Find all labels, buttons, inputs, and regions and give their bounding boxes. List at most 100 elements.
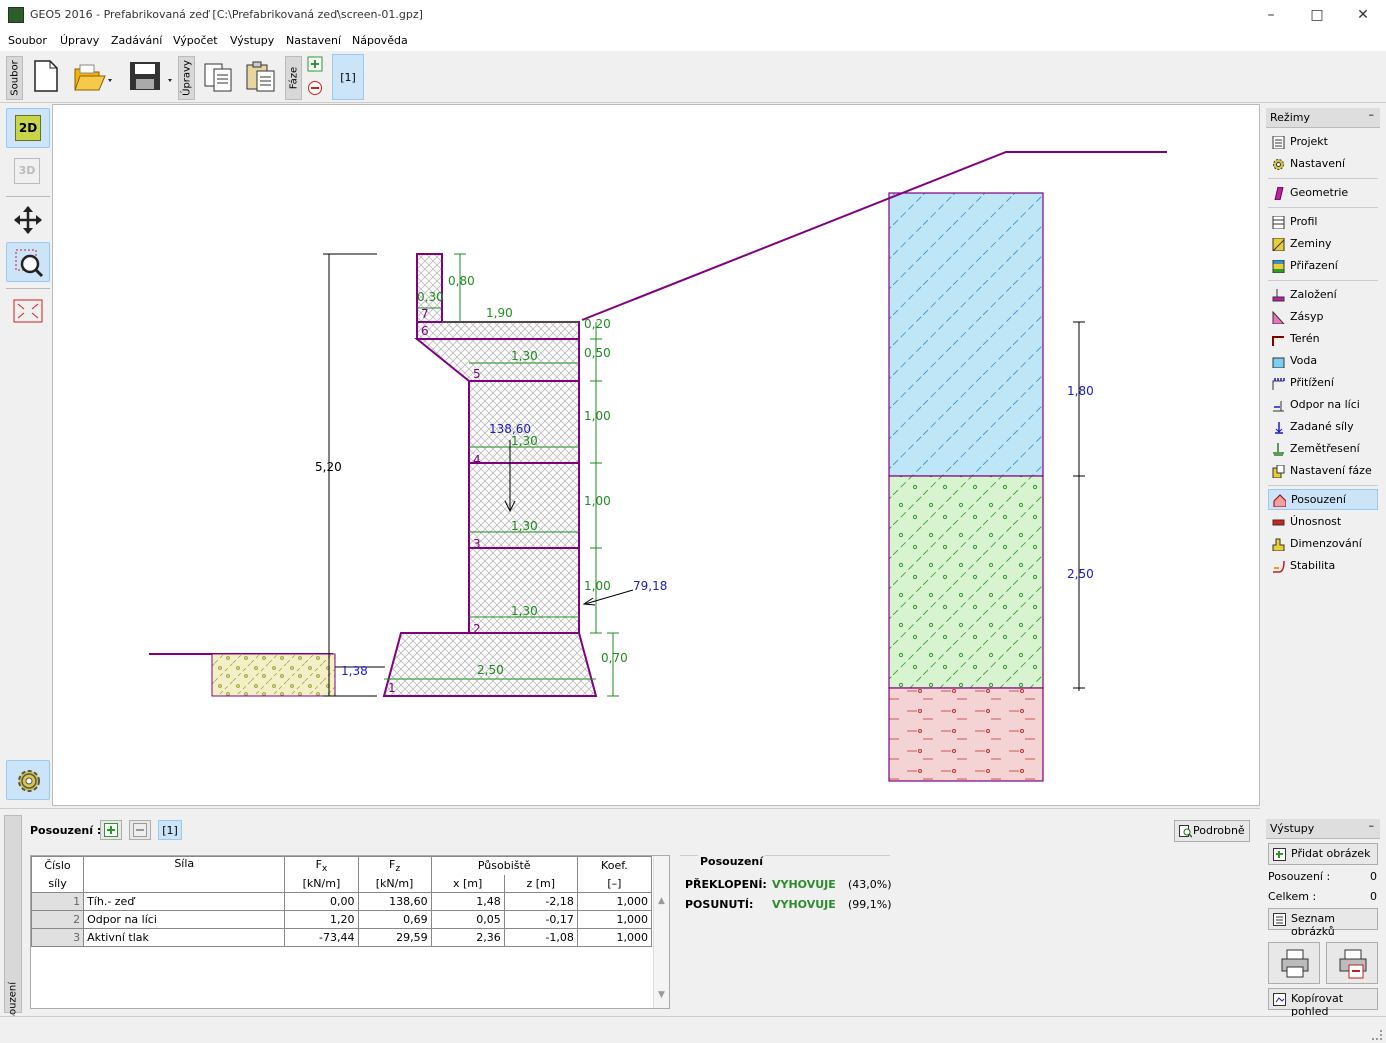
- bearing-icon: [1272, 519, 1285, 526]
- pan-button[interactable]: [6, 200, 50, 240]
- mode-zalozeni[interactable]: Založení: [1268, 285, 1378, 306]
- mode-pritizeni[interactable]: Přitížení: [1268, 373, 1378, 394]
- mode-nastaveni-faze[interactable]: Nastavení fáze: [1268, 461, 1378, 482]
- table-row[interactable]: 3 Aktivní tlak -73,44 29,59 2,36 -1,08 1…: [30, 928, 653, 947]
- soil-profile: 1,80 2,50: [888, 192, 1094, 782]
- mode-zemetreseni[interactable]: Zemětřesení: [1268, 439, 1378, 460]
- mode-zasyp[interactable]: Zásyp: [1268, 307, 1378, 328]
- col-header-sila: Síla: [83, 856, 286, 893]
- detail-button[interactable]: Podrobně: [1174, 820, 1250, 842]
- forces-table-container: Číslo Síla Fx Fz Působiště Koef. síly [k…: [30, 855, 670, 1009]
- col-header-x: x [m]: [430, 874, 505, 893]
- open-file-icon[interactable]: [72, 59, 118, 96]
- menu-vypocet[interactable]: Výpočet: [173, 34, 218, 47]
- verification-1-tab[interactable]: [1]: [158, 820, 182, 840]
- close-button[interactable]: ✕: [1357, 7, 1369, 23]
- fz-sub: z: [395, 862, 401, 874]
- mode-label: Dimenzování: [1290, 537, 1362, 550]
- phase-1-button[interactable]: [1]: [332, 54, 364, 100]
- dim-100-a: 1,00: [584, 409, 611, 423]
- verify-overturning-pct: (43,0%): [848, 878, 892, 891]
- block-number: 7: [421, 307, 429, 321]
- soils-icon: [1272, 238, 1285, 251]
- menu-zadavani[interactable]: Zadávání: [111, 34, 163, 47]
- move-icon: [14, 206, 42, 234]
- mode-voda[interactable]: Voda: [1268, 351, 1378, 372]
- menu-vystupy[interactable]: Výstupy: [230, 34, 275, 47]
- minimize-button[interactable]: –: [1267, 7, 1275, 23]
- save-icon[interactable]: [128, 59, 174, 96]
- menu-nastaveni[interactable]: Nastavení: [286, 34, 342, 47]
- table-scrollbar[interactable]: ▲ ▼: [653, 856, 669, 1008]
- soubor-tab[interactable]: Soubor: [6, 56, 23, 100]
- menu-napoveda[interactable]: Nápověda: [352, 34, 408, 47]
- add-phase-icon[interactable]: [307, 56, 323, 75]
- print-pdf-button[interactable]: [1326, 942, 1378, 984]
- copy-view-button[interactable]: Kopírovat pohled: [1268, 988, 1378, 1018]
- col-header-koef-unit: [–]: [576, 874, 653, 893]
- new-file-icon[interactable]: [32, 59, 60, 96]
- stability-icon: [1273, 560, 1285, 573]
- mode-stabilita[interactable]: Stabilita: [1268, 556, 1378, 577]
- print-button[interactable]: [1268, 942, 1320, 984]
- faze-tab[interactable]: Fáze: [285, 56, 302, 100]
- menu-soubor[interactable]: Soubor: [8, 34, 47, 47]
- dim-cap-width: 0,30: [417, 290, 444, 304]
- mode-projekt[interactable]: Projekt: [1268, 132, 1378, 153]
- remove-verification-button[interactable]: [129, 820, 151, 840]
- resize-grip-icon[interactable]: [1372, 1030, 1382, 1040]
- col-header-pusobiste: Působiště: [430, 856, 578, 875]
- collapse-icon[interactable]: –: [1368, 819, 1375, 832]
- remove-phase-icon[interactable]: [307, 80, 323, 99]
- dim-100-c: 1,00: [584, 579, 611, 593]
- maximize-button[interactable]: □: [1310, 7, 1324, 23]
- list-images-label: Seznam obrázků: [1291, 912, 1335, 938]
- mode-nastaveni[interactable]: Nastavení: [1268, 154, 1378, 175]
- mode-dimenzovani[interactable]: Dimenzování: [1268, 534, 1378, 555]
- view-3d-label: 3D: [14, 158, 40, 184]
- drawing-canvas[interactable]: 1,80 2,50 1 2 3 4 5 6 7: [52, 104, 1260, 806]
- force-name: Odpor na líci: [83, 910, 286, 929]
- collapse-icon[interactable]: –: [1368, 108, 1375, 121]
- add-image-button[interactable]: Přidat obrázek: [1268, 843, 1378, 865]
- posouzeni-side-tab[interactable]: Posouzení: [4, 815, 22, 1032]
- table-row[interactable]: 1 Tíh.- zeď 0,00 138,60 1,48 -2,18 1,000: [30, 892, 653, 911]
- right-panel: Režimy – Projekt Nastavení Geometrie Pro…: [1262, 104, 1384, 1018]
- mode-prirazeni[interactable]: Přiřazení: [1268, 256, 1378, 277]
- paste-icon[interactable]: [244, 59, 278, 96]
- scroll-up-icon[interactable]: ▲: [658, 896, 665, 906]
- table-row[interactable]: 2 Odpor na líci 1,20 0,69 0,05 -0,17 1,0…: [30, 910, 653, 929]
- force-icon: [1275, 422, 1283, 434]
- dim-cap-height: 0,80: [448, 274, 475, 288]
- outputs-posouzeni-label: Posouzení :: [1268, 870, 1331, 883]
- view-2d-button[interactable]: 2D: [6, 108, 50, 148]
- add-verification-button[interactable]: [100, 820, 122, 840]
- block-number: 5: [473, 367, 481, 381]
- mode-geometrie[interactable]: Geometrie: [1268, 183, 1378, 204]
- table-empty-area: [83, 948, 653, 1008]
- upravy-tab[interactable]: Úpravy: [178, 56, 195, 100]
- dim-front: 1,38: [341, 664, 368, 678]
- mode-unosnost[interactable]: Únosnost: [1268, 512, 1378, 533]
- divider: [1268, 178, 1378, 179]
- verification-icon: [1273, 494, 1286, 507]
- mode-zadane-sily[interactable]: Zadané síly: [1268, 417, 1378, 438]
- fx-sub: x: [321, 862, 328, 874]
- mode-posouzeni[interactable]: Posouzení: [1268, 489, 1378, 510]
- scroll-down-icon[interactable]: ▼: [658, 990, 665, 1000]
- menu-upravy[interactable]: Úpravy: [60, 34, 100, 47]
- modes-header-label: Režimy: [1270, 111, 1310, 124]
- list-images-button[interactable]: Seznam obrázků: [1268, 908, 1378, 938]
- left-toolbar: 2D 3D: [2, 104, 52, 804]
- mode-label: Projekt: [1290, 135, 1328, 148]
- copy-icon[interactable]: [202, 59, 236, 96]
- mode-teren[interactable]: Terén: [1268, 329, 1378, 350]
- settings-button[interactable]: [6, 760, 50, 800]
- zoom-window-button[interactable]: [6, 242, 50, 282]
- mode-zeminy[interactable]: Zeminy: [1268, 234, 1378, 255]
- mode-profil[interactable]: Profil: [1268, 212, 1378, 233]
- mode-odpor-na-lici[interactable]: Odpor na líci: [1268, 395, 1378, 416]
- view-3d-button[interactable]: 3D: [6, 152, 50, 192]
- zoom-extents-button[interactable]: [6, 292, 50, 332]
- fx-value: 0,00: [284, 892, 359, 911]
